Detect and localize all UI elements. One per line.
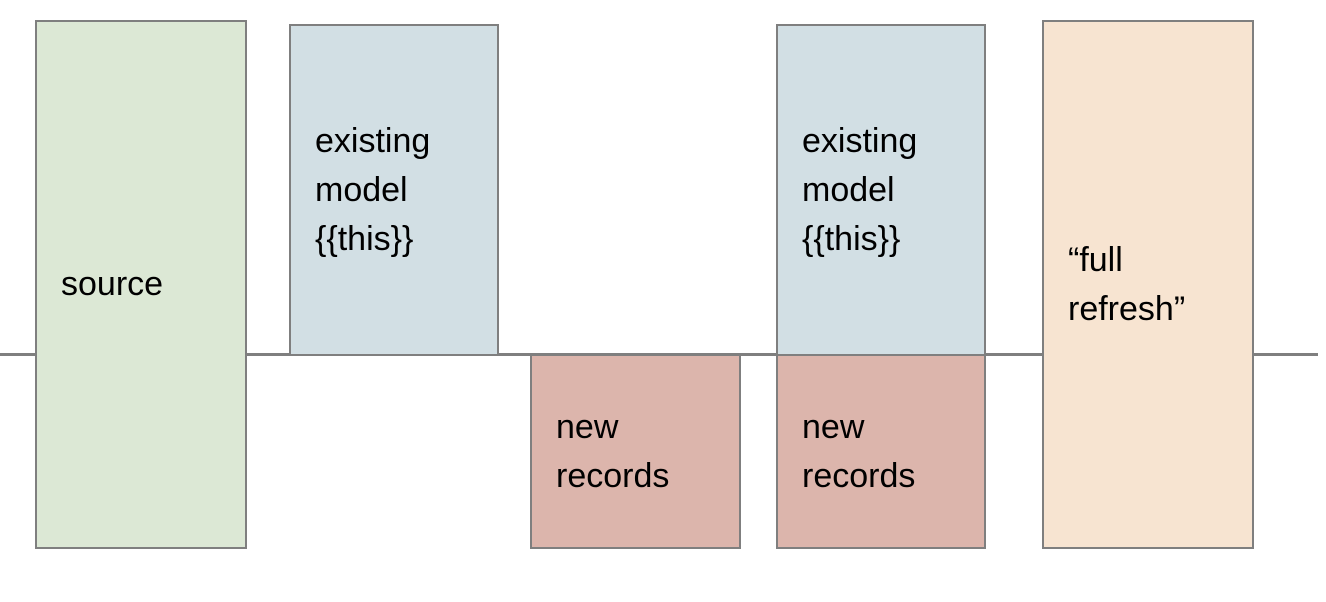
block-existing-model-2[interactable]: existing model {{this}} xyxy=(776,24,986,356)
block-source[interactable]: source xyxy=(35,20,247,549)
block-full-refresh-label: “full refresh” xyxy=(1068,240,1186,328)
block-full-refresh[interactable]: “full refresh” xyxy=(1042,20,1254,549)
block-new-records-1[interactable]: new records xyxy=(530,354,741,549)
block-new-records-1-label: new records xyxy=(556,407,670,495)
block-existing-model-1[interactable]: existing model {{this}} xyxy=(289,24,499,356)
block-existing-model-2-label: existing model {{this}} xyxy=(802,121,918,258)
block-existing-model-1-label: existing model {{this}} xyxy=(315,121,431,258)
block-new-records-2[interactable]: new records xyxy=(776,354,986,549)
block-new-records-2-label: new records xyxy=(802,407,916,495)
block-source-label: source xyxy=(61,265,164,303)
